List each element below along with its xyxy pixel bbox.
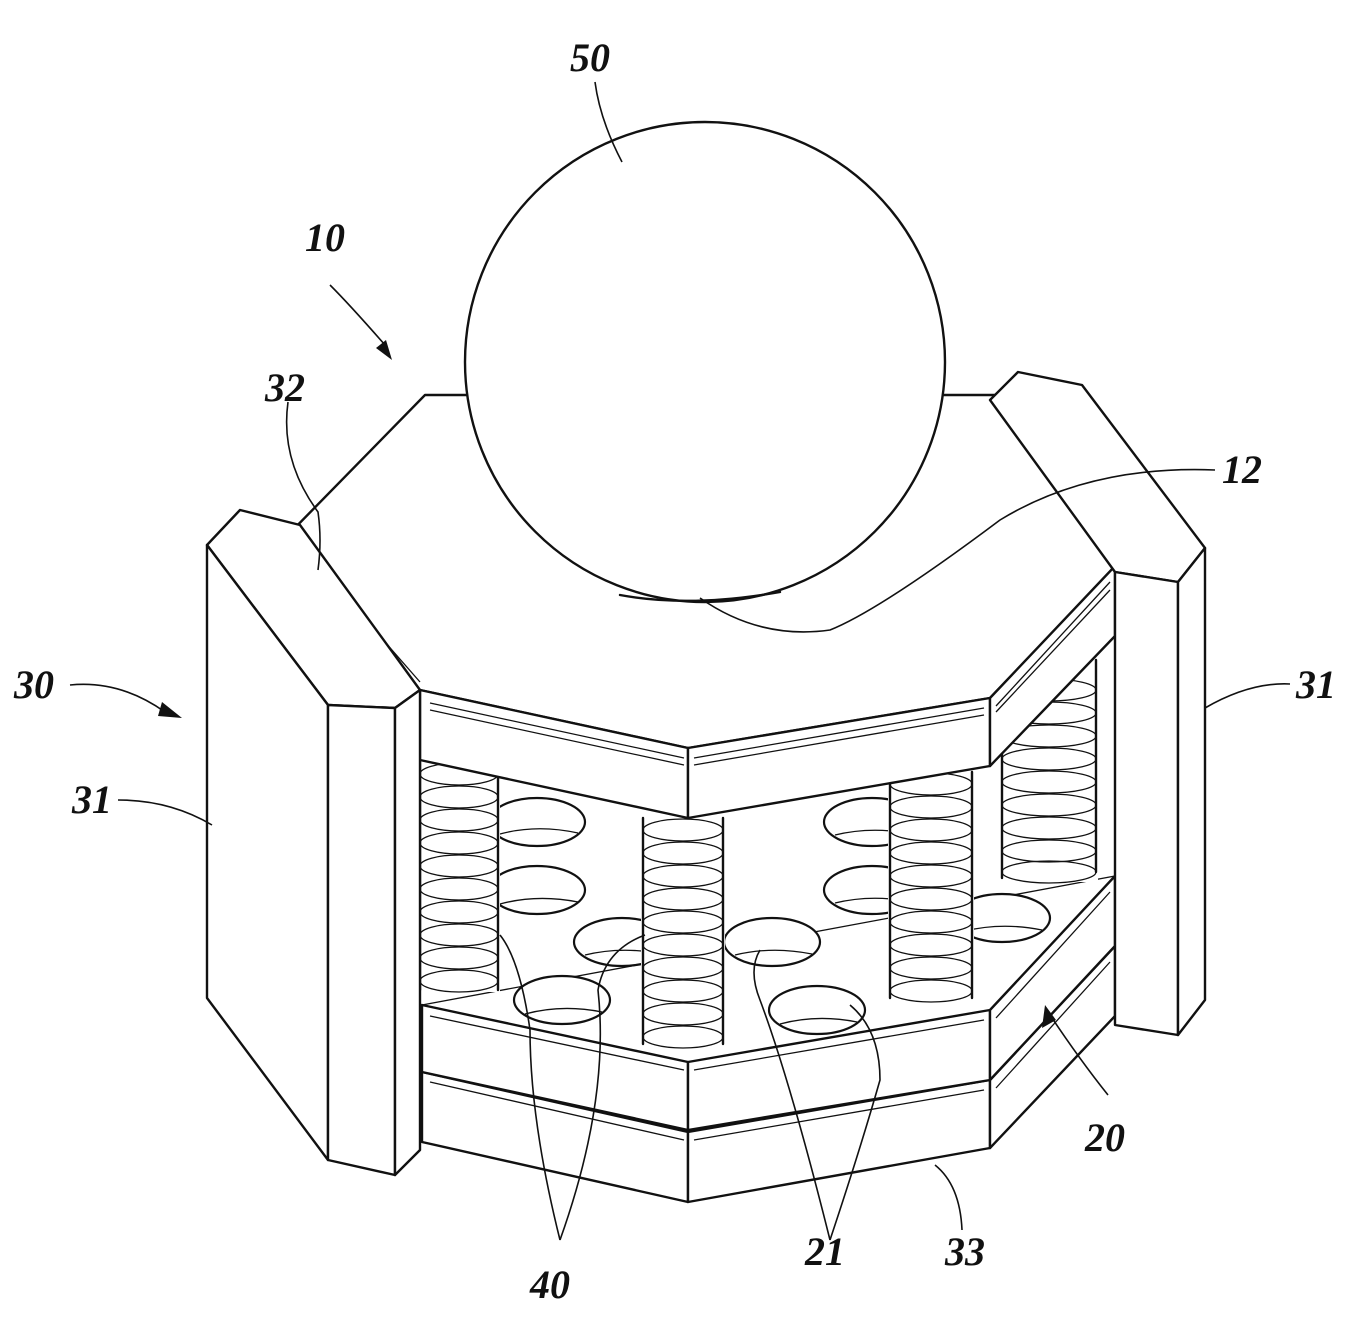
arrow-20 <box>1042 1005 1056 1028</box>
label-40: 40 <box>530 1262 570 1307</box>
leader-33 <box>934 1164 963 1231</box>
leader-lines <box>69 81 1291 1241</box>
label-33: 33 <box>945 1229 985 1274</box>
leader-20 <box>1049 1014 1109 1096</box>
label-21: 21 <box>805 1229 845 1274</box>
label-20: 20 <box>1085 1115 1125 1160</box>
leader-21-b <box>829 1004 881 1241</box>
label-12: 12 <box>1222 447 1262 492</box>
leader-31-right <box>1204 683 1291 709</box>
leader-50 <box>594 81 623 163</box>
arrow-30 <box>158 702 182 718</box>
label-50: 50 <box>570 35 610 80</box>
spring-center <box>641 816 725 1049</box>
arrow-10 <box>376 340 392 360</box>
leader-40-a <box>499 934 561 1241</box>
label-10: 10 <box>305 215 345 260</box>
lower-plate <box>420 874 1117 1132</box>
leader-30 <box>69 683 166 713</box>
leader-32 <box>285 401 321 571</box>
label-30: 30 <box>14 662 54 707</box>
leader-31-left <box>117 799 213 826</box>
label-31-left: 31 <box>72 777 112 822</box>
spring-right-front <box>888 770 974 1003</box>
leader-40-b <box>559 934 646 1241</box>
leader-21-a <box>753 949 831 1241</box>
label-31-right: 31 <box>1296 662 1336 707</box>
spring-left <box>418 760 500 993</box>
leader-12 <box>699 468 1216 633</box>
label-32: 32 <box>265 365 305 410</box>
plate-holes <box>487 796 1052 1036</box>
left-frame <box>205 508 422 1177</box>
right-frame <box>988 370 1207 1037</box>
ball <box>463 120 947 604</box>
leader-10 <box>329 284 386 346</box>
